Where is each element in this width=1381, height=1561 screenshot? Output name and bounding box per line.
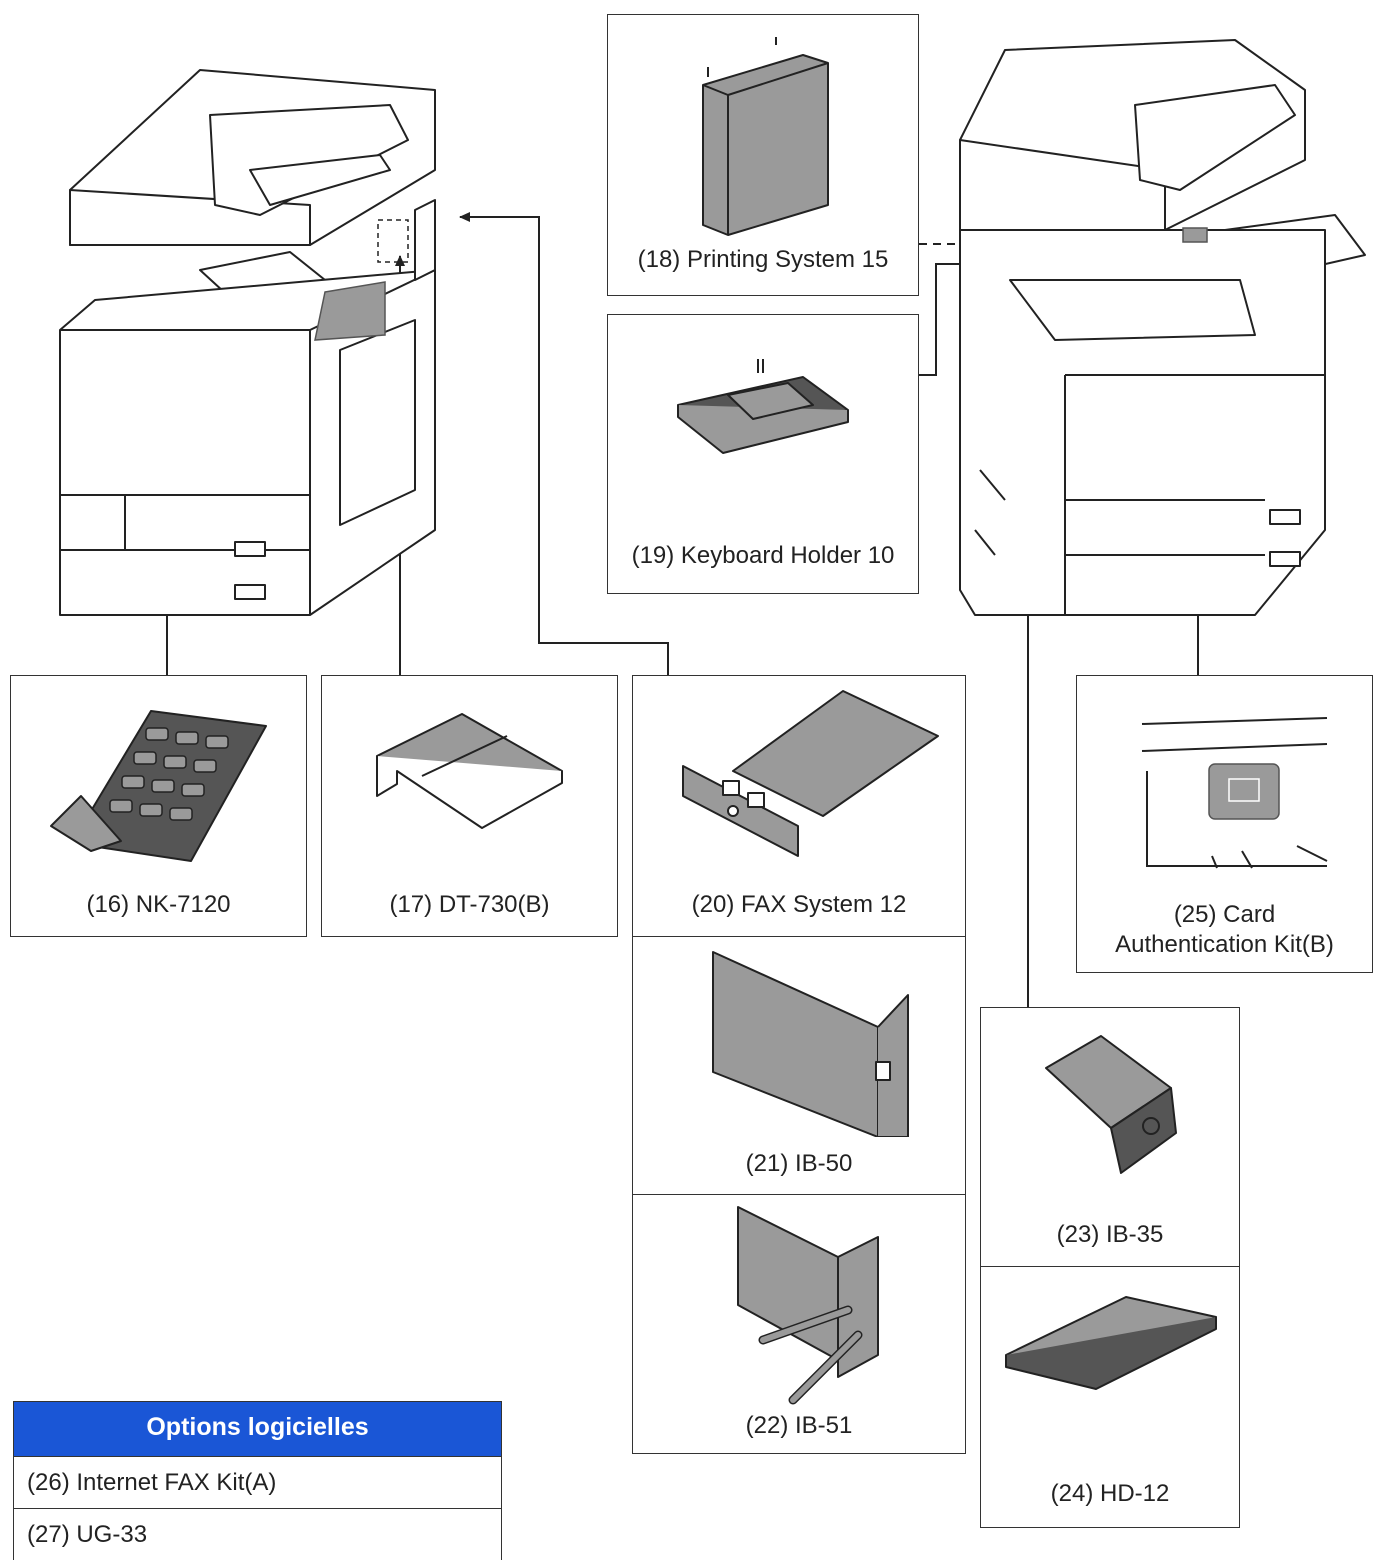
option-20-label: (20) FAX System 12 xyxy=(691,891,907,918)
option-25-box: (25) Card Authentication Kit(B) xyxy=(1076,675,1373,973)
option-21-box: (21) IB-50 xyxy=(632,936,966,1196)
ssd-drive-icon xyxy=(1005,1296,1217,1390)
option-20-box: (20) FAX System 12 xyxy=(632,675,966,937)
software-options-header: Options logicielles xyxy=(14,1402,501,1456)
software-option-row: (26) Internet FAX Kit(A) xyxy=(14,1456,501,1508)
document-tray-icon xyxy=(376,713,563,829)
mfp-right-illustration xyxy=(959,39,1366,616)
ib51-wireless-board-icon xyxy=(737,1206,879,1405)
option-19-label: (19) Keyboard Holder 10 xyxy=(631,542,895,569)
numeric-keypad-icon xyxy=(50,710,267,862)
option-23-label: (23) IB-35 xyxy=(1056,1221,1164,1248)
option-19-box: (19) Keyboard Holder 10 xyxy=(607,314,919,594)
option-17-label: (17) DT-730(B) xyxy=(389,891,550,918)
option-16-label: (16) NK-7120 xyxy=(86,891,231,918)
connector-20 xyxy=(459,212,669,675)
mfp-left-illustration xyxy=(59,69,436,616)
option-25-label-line2: Authentication Kit(B) xyxy=(1115,931,1334,958)
software-option-row: (27) UG-33 xyxy=(14,1508,501,1560)
option-23-box: (23) IB-35 xyxy=(980,1007,1240,1269)
fax-board-icon xyxy=(682,690,939,857)
option-25-label-line1: (25) Card xyxy=(1173,901,1276,928)
option-24-label: (24) HD-12 xyxy=(1050,1480,1170,1507)
printing-system-icon xyxy=(702,37,829,236)
option-22-box: (22) IB-51 xyxy=(632,1194,966,1454)
keyboard-holder-icon xyxy=(677,359,849,454)
software-options-table: Options logicielles (26) Internet FAX Ki… xyxy=(13,1401,502,1560)
option-16-box: (16) NK-7120 xyxy=(10,675,307,937)
ib50-board-icon xyxy=(712,951,909,1137)
option-24-box: (24) HD-12 xyxy=(980,1266,1240,1528)
ib35-module-icon xyxy=(1045,1035,1177,1174)
card-reader-icon xyxy=(1141,717,1328,869)
option-18-label: (18) Printing System 15 xyxy=(637,246,889,273)
option-21-label: (21) IB-50 xyxy=(745,1150,853,1177)
option-22-label: (22) IB-51 xyxy=(745,1412,853,1439)
option-18-box: (18) Printing System 15 xyxy=(607,14,919,296)
option-17-box: (17) DT-730(B) xyxy=(321,675,618,937)
